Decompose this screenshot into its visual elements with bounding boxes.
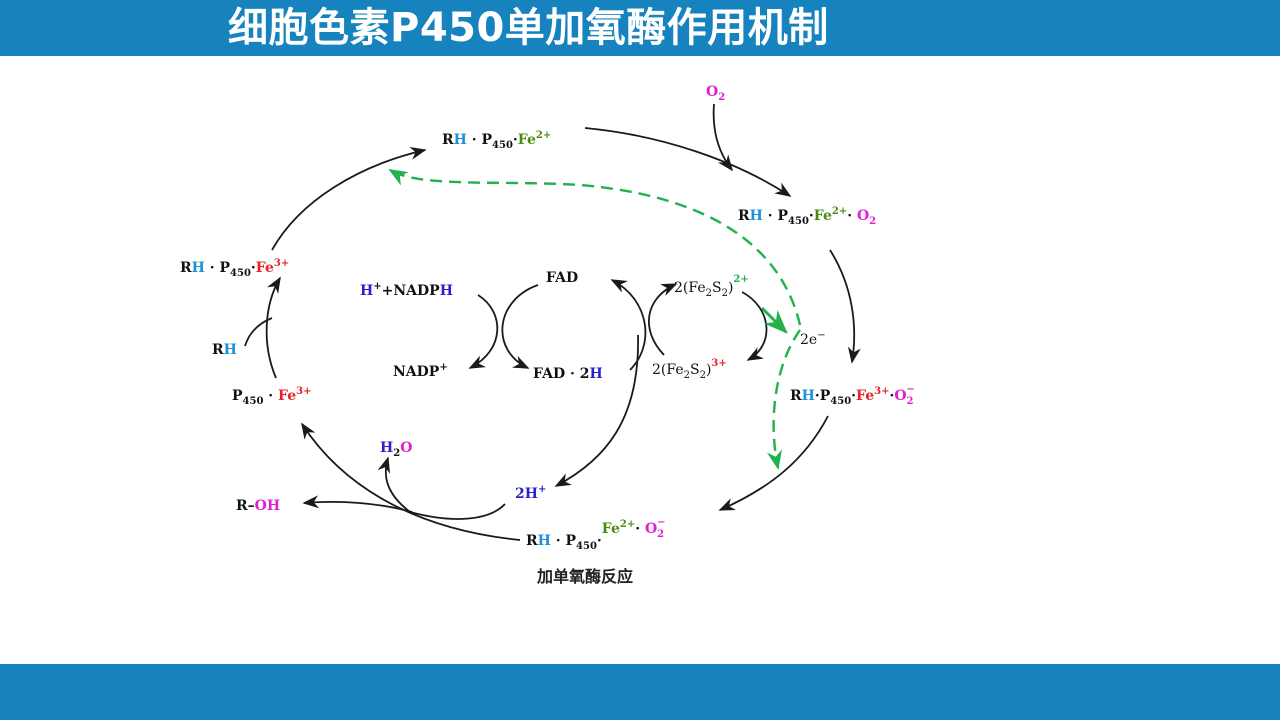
arrow-fes-red-to-ox — [648, 283, 678, 356]
h2o-label: H2O — [380, 440, 412, 459]
rh-p450-fe3-label: RH · P450·Fe3+ — [180, 258, 289, 279]
arrow-bottom-to-p450fe3 — [301, 422, 521, 541]
fe2s2-reduced-label: 2(Fe2S2)3+ — [652, 358, 727, 381]
fe2s2-oxidized-label: 2(Fe2S2)2+ — [674, 274, 749, 299]
diagram-caption: 加单氧酶反应 — [536, 567, 633, 586]
r-oh-label: R–OH — [236, 498, 280, 514]
p450-fe3-label: P450 · Fe3+ — [232, 386, 311, 407]
rh-p450-fe2-o2-label: RH · P450·Fe2+· O2 — [738, 206, 876, 227]
rh-p450-fe2-o2minus-label: RH · P450·Fe2+· O2− — [526, 517, 666, 552]
arrow-2h-in — [409, 503, 506, 520]
footer-band — [0, 664, 1280, 720]
fad-label: FAD — [546, 270, 578, 286]
arrow-p450fe3-to-rhfe3 — [265, 276, 281, 379]
arrow-fe2o2-to-fe3o2 — [829, 249, 861, 364]
arrow-fes-ox-to-red — [741, 291, 768, 361]
arrow-fe2-to-fe2o2 — [584, 127, 792, 197]
arrow-fad2h-to-fad — [610, 279, 647, 371]
rh-p450-fe3-o2-label: RH·P450·Fe3+·O2− — [790, 384, 915, 407]
arrow-rhfe3-to-rhfe2 — [271, 146, 427, 251]
arrow-o2-in — [712, 103, 733, 172]
two-h-plus-label: 2H+ — [515, 484, 546, 502]
two-electron-label: 2e− — [800, 330, 826, 348]
arrow-rh-in — [244, 317, 273, 347]
arrow-to-h2o — [377, 456, 411, 513]
rh-input-label: RH — [212, 342, 237, 358]
electron-release-arrow — [760, 306, 788, 334]
arrow-nadph-to-nadp — [468, 294, 499, 369]
fad-2h-label: FAD · 2H — [533, 366, 603, 382]
arrow-to-r-oh — [302, 495, 413, 513]
electron-path-upper — [388, 168, 802, 326]
title-band — [0, 0, 1280, 56]
slide-title: 细胞色素P450单加氧酶作用机制 — [228, 5, 829, 51]
rh-p450-fe2-label: RH · P450·Fe2+ — [442, 130, 551, 151]
arrow-fad2h-to-2h — [554, 334, 639, 487]
arrow-fad-to-fad2h — [501, 284, 539, 369]
o2-label: O2 — [706, 84, 725, 103]
arrow-fe3o2-to-fe2o2minus — [718, 415, 829, 511]
nadph-label: H++NADPH — [360, 281, 453, 299]
nadp-plus-label: NADP+ — [393, 362, 448, 380]
